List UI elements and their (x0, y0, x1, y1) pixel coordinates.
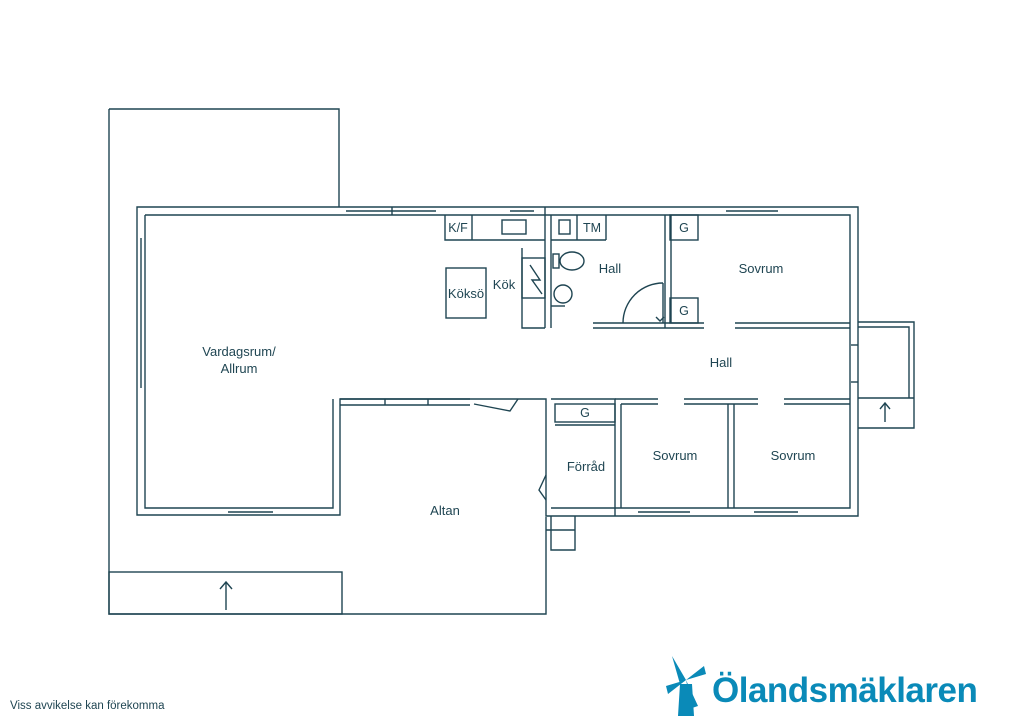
brand-name: Ölandsmäklaren (712, 671, 978, 710)
room-label-altan: Altan (430, 503, 460, 518)
windmill-logo-icon (666, 656, 706, 716)
room-label-kok: Kök (493, 277, 516, 292)
deck-outline-left (108, 109, 547, 615)
room-label-sovrum-mid: Sovrum (653, 448, 698, 463)
room-label-vardagsrum: Vardagsrum/ (202, 344, 276, 359)
room-label-forrad: Förråd (567, 459, 605, 474)
entrance-arrow-icon (219, 580, 233, 610)
symbol-tm: TM (583, 221, 601, 235)
symbol-g-top: G (679, 221, 689, 235)
room-label-koksö: Köksö (448, 286, 484, 301)
room-label-sovrum-right: Sovrum (771, 448, 816, 463)
disclaimer-text: Viss avvikelse kan förekomma (10, 700, 165, 712)
house-inner-wall-left (144, 215, 334, 509)
house-inner-wall-top (145, 214, 851, 509)
symbol-g-hall: G (679, 304, 689, 318)
house-outer-wall (136, 206, 859, 517)
room-label-hall-bath: Hall (599, 261, 622, 276)
room-label-sovrum-top: Sovrum (739, 261, 784, 276)
entrance-arrow-icon (879, 401, 891, 422)
symbol-g-bottom: G (580, 406, 590, 420)
room-label-hall-main: Hall (710, 355, 733, 370)
entrance-step (108, 571, 343, 615)
symbol-kf: K/F (448, 221, 468, 235)
room-label-allrum: Allrum (221, 361, 258, 376)
deck-outline (109, 108, 340, 207)
